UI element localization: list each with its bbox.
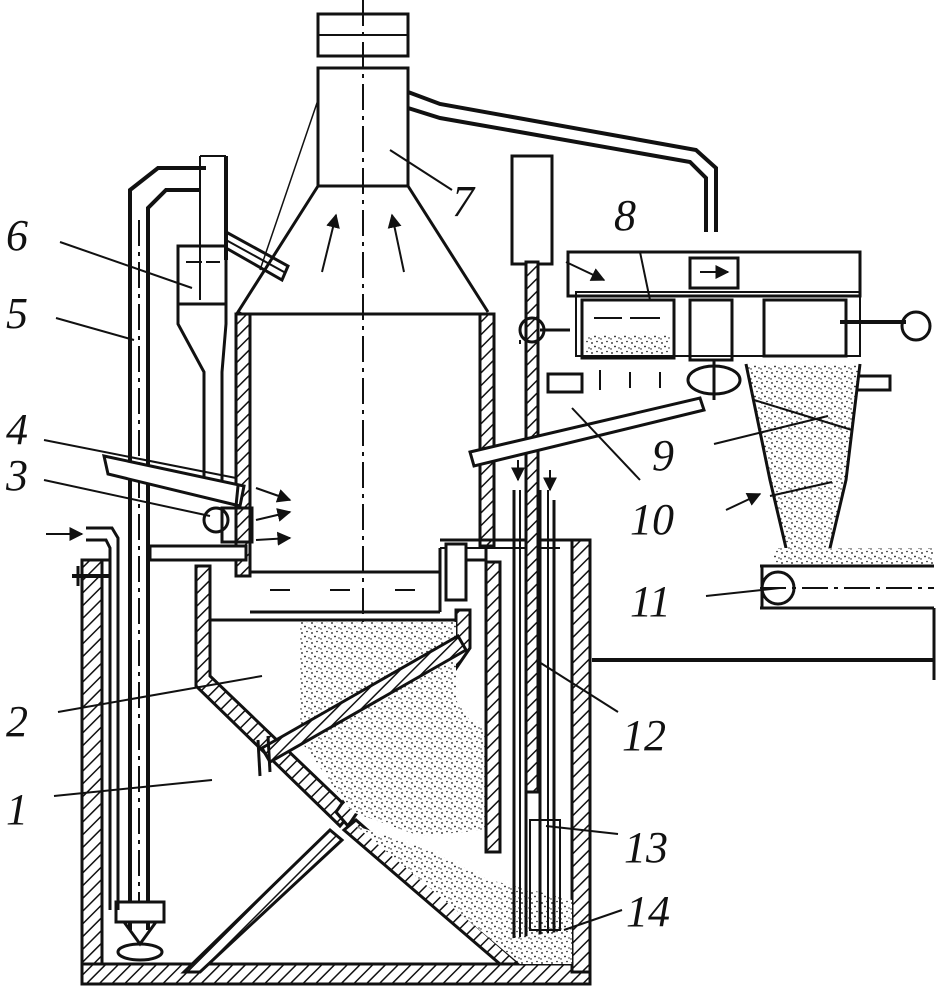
label-5: 5	[6, 289, 28, 338]
label-9: 9	[652, 431, 674, 480]
up-arrow-right-icon	[387, 213, 405, 273]
right-column	[444, 154, 570, 854]
sediment-outlet	[500, 930, 572, 964]
overflow-pipe	[468, 396, 706, 468]
label-8: 8	[614, 191, 636, 240]
label-7: 7	[452, 177, 476, 226]
air-arrow-icon	[725, 493, 762, 511]
feed-arrow-3-icon	[255, 531, 292, 546]
feed-nozzle	[148, 487, 292, 562]
labels: 1 2 3 4 5 6 7 8 9 10 11 12 13 14	[5, 177, 674, 936]
air-inlet	[46, 526, 120, 910]
conical-bottom	[180, 564, 572, 974]
up-arrow-left-icon	[321, 213, 340, 273]
label-1: 1	[6, 785, 28, 834]
discharge-tube	[511, 460, 557, 946]
cyclone-hopper	[725, 363, 862, 562]
label-10: 10	[630, 495, 674, 544]
label-14: 14	[626, 887, 670, 936]
leader-lines	[43, 149, 829, 931]
lower-chamber	[80, 538, 592, 986]
settle-arrow-icon	[565, 261, 606, 281]
main-vessel	[234, 312, 496, 614]
annular-channel	[529, 819, 561, 931]
feed-pipe	[102, 454, 246, 508]
label-6: 6	[6, 211, 28, 260]
feed-arrow-2-icon	[255, 508, 292, 522]
feed-arrow-1-icon	[255, 487, 292, 503]
air-lift-pipe	[114, 155, 228, 962]
label-4: 4	[6, 405, 28, 454]
settling-tank	[407, 90, 932, 400]
label-2: 2	[6, 697, 28, 746]
top-hood	[235, 12, 490, 318]
label-12: 12	[622, 711, 666, 760]
label-11: 11	[630, 577, 671, 626]
label-3: 3	[5, 451, 28, 500]
label-13: 13	[624, 823, 668, 872]
ground-line	[592, 608, 936, 680]
screw-conveyor	[760, 548, 934, 610]
feed-bin	[176, 230, 290, 480]
